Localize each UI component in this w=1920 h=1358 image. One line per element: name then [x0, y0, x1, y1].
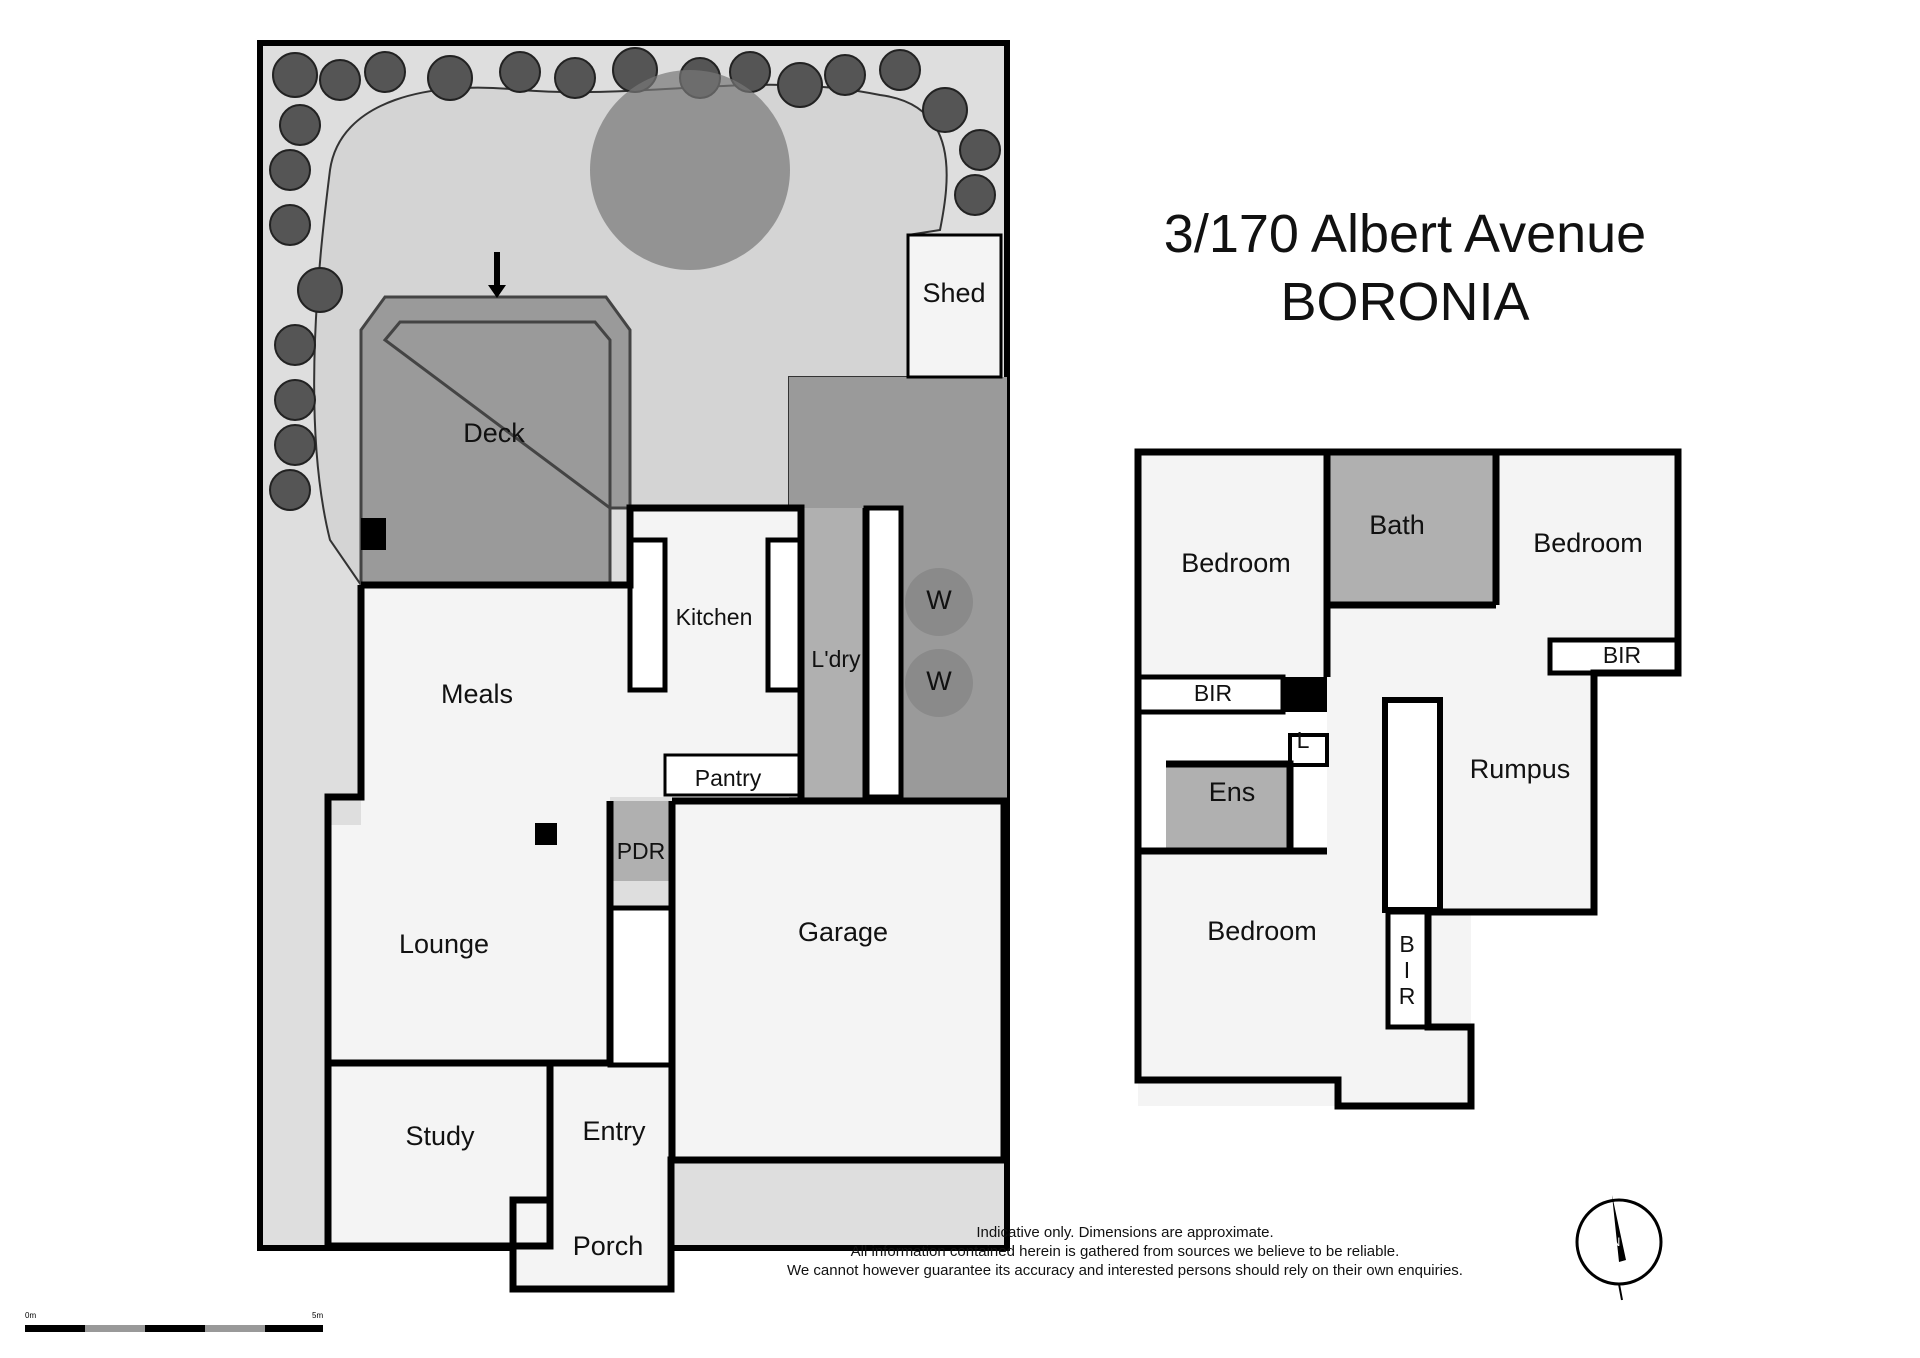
garden-shrubs	[269, 47, 1001, 511]
label-bedroom-3: Bedroom	[1207, 916, 1317, 946]
label-kitchen: Kitchen	[676, 604, 753, 630]
title-address: 3/170 Albert Avenue	[1164, 204, 1646, 264]
label-lounge: Lounge	[399, 929, 489, 959]
label-entry: Entry	[582, 1116, 646, 1146]
label-linen: L	[1297, 727, 1310, 753]
label-bir-3-b: B	[1399, 931, 1414, 957]
label-porch: Porch	[573, 1231, 644, 1261]
label-bir-3-i: I	[1404, 957, 1410, 983]
title-suburb: BORONIA	[1280, 272, 1529, 332]
deck-arrow-icon	[488, 252, 506, 298]
upper-floor	[1134, 448, 1682, 1110]
scale-end: 5m	[312, 1311, 323, 1320]
north-arrow-icon: N	[1575, 1195, 1663, 1301]
label-garage: Garage	[798, 917, 888, 947]
label-study: Study	[405, 1121, 475, 1151]
large-tree	[590, 70, 790, 270]
label-water-tank-1: W	[926, 585, 952, 615]
label-water-tank-2: W	[926, 666, 952, 696]
label-pantry: Pantry	[695, 765, 762, 791]
ground-floor	[324, 504, 1008, 1293]
label-bir-2: BIR	[1603, 642, 1641, 668]
label-deck: Deck	[463, 418, 525, 448]
label-shed: Shed	[922, 278, 985, 308]
label-rumpus: Rumpus	[1470, 754, 1571, 784]
label-meals: Meals	[441, 679, 513, 709]
scale-bar: 0m 5m	[25, 1311, 323, 1332]
label-ensuite: Ens	[1209, 777, 1256, 807]
disclaimer-line-2: All information contained herein is gath…	[851, 1243, 1400, 1260]
label-bath: Bath	[1369, 510, 1425, 540]
label-bir-1: BIR	[1194, 680, 1232, 706]
label-pdr: PDR	[617, 838, 666, 864]
label-bir-3-r: R	[1399, 983, 1416, 1009]
label-bedroom-1: Bedroom	[1181, 548, 1291, 578]
label-laundry: L'dry	[811, 646, 861, 672]
disclaimer-line-1: Indicative only. Dimensions are approxim…	[976, 1224, 1273, 1241]
scale-start: 0m	[25, 1311, 36, 1320]
shed	[906, 233, 1003, 379]
compass-label: N	[1612, 1235, 1621, 1249]
label-bedroom-2: Bedroom	[1533, 528, 1643, 558]
disclaimer-line-3: We cannot however guarantee its accuracy…	[787, 1262, 1463, 1279]
